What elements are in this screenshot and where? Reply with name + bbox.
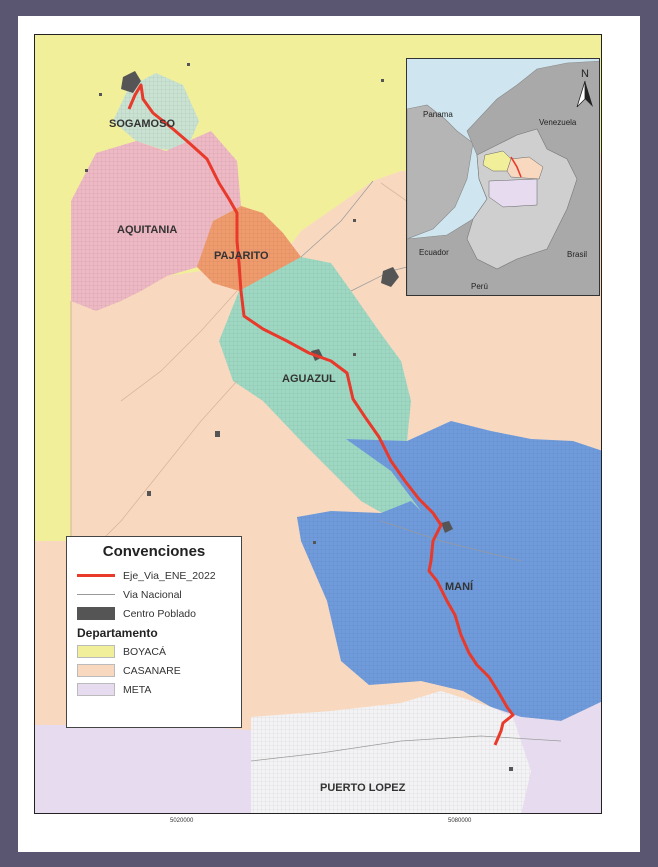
inset-panama-ecuador	[407, 104, 474, 240]
legend-item-centro-poblado: Centro Poblado	[77, 604, 231, 623]
meta-swatch	[77, 683, 115, 696]
inset-label-panama: Panama	[423, 110, 453, 119]
north-label: N	[581, 68, 589, 80]
legend-departamento-title: Departamento	[77, 626, 158, 640]
legend-department-casanare: CASANARE	[77, 661, 231, 680]
legend-item-via-nacional: Via Nacional	[77, 585, 231, 604]
legend-department-label: META	[123, 683, 152, 696]
coord-bottom-left: 5020000	[170, 818, 194, 824]
inset-label-ecuador: Ecuador	[419, 248, 449, 257]
label-puerto-lopez: PUERTO LOPEZ	[320, 782, 406, 794]
inset-casanare	[506, 156, 544, 180]
boyaca-swatch	[77, 645, 115, 658]
inset-label-brasil: Brasil	[567, 250, 587, 259]
legend-item-label: Centro Poblado	[123, 607, 196, 620]
inset-map-svg: Panama Venezuela Ecuador Perú Brasil N	[407, 59, 599, 295]
legend: Convenciones Eje_Via_ENE_2022 Via Nacion…	[66, 536, 242, 728]
thin-line-icon	[77, 594, 115, 595]
label-sogamoso: SOGAMOSO	[109, 118, 175, 130]
legend-item-label: Eje_Via_ENE_2022	[123, 569, 216, 582]
legend-title: Convenciones	[102, 543, 206, 560]
legend-item-label: Via Nacional	[123, 588, 182, 601]
legend-department-label: CASANARE	[123, 664, 181, 677]
label-aguazul: AGUAZUL	[282, 373, 336, 385]
label-pajarito: PAJARITO	[214, 250, 269, 262]
legend-department-boyaca: BOYACÁ	[77, 642, 231, 661]
label-mani: MANÍ	[445, 580, 474, 593]
inset-label-venezuela: Venezuela	[539, 118, 577, 127]
road-line-icon	[77, 574, 115, 577]
coord-bottom-right: 5080000	[448, 818, 472, 824]
legend-department-meta: META	[77, 680, 231, 699]
legend-item-road: Eje_Via_ENE_2022	[77, 566, 231, 585]
label-aquitania: AQUITANIA	[117, 224, 177, 236]
inset-label-peru: Perú	[471, 282, 488, 291]
inset-meta	[488, 178, 538, 208]
legend-department-label: BOYACÁ	[123, 645, 166, 658]
inset-road	[510, 156, 522, 178]
inset-map[interactable]: Panama Venezuela Ecuador Perú Brasil N	[406, 58, 600, 296]
north-arrow-icon: N	[576, 68, 593, 108]
box-icon	[77, 607, 115, 620]
casanare-swatch	[77, 664, 115, 677]
eje-via-ene-2022[interactable]	[127, 83, 515, 746]
